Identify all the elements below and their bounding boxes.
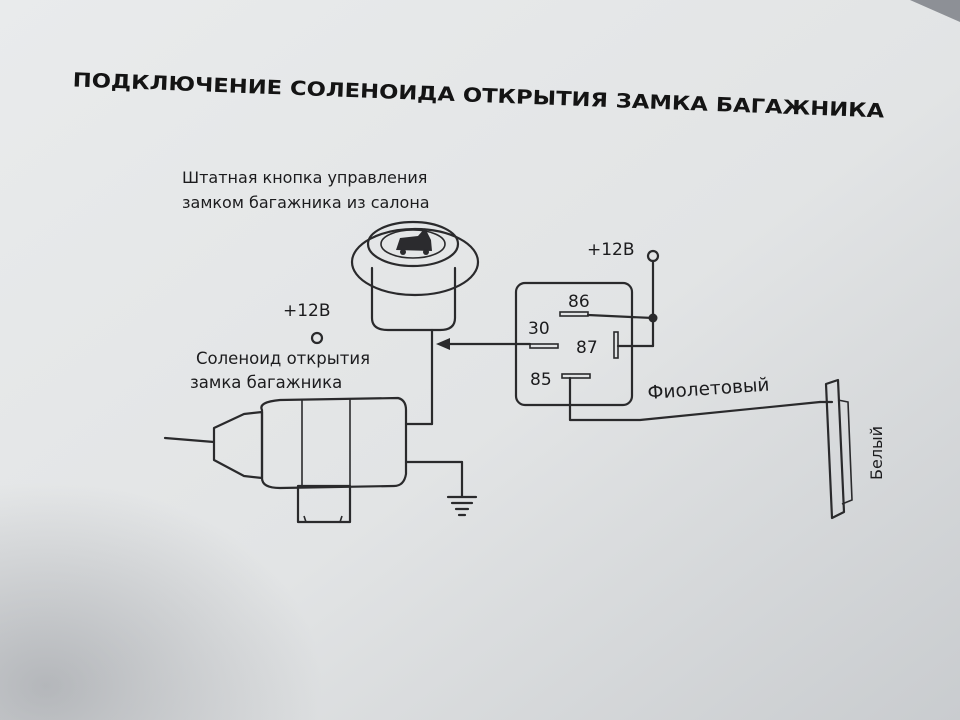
pin30-to-button-wire xyxy=(436,338,532,350)
paper-shadow xyxy=(0,380,460,720)
white-wire-label: Белый xyxy=(867,426,886,480)
car-trunk-icon xyxy=(396,228,432,255)
ground-symbol xyxy=(446,460,478,517)
connector xyxy=(818,378,853,520)
power-right-label: +12В xyxy=(587,240,635,260)
solenoid-label-line2: замка багажника xyxy=(190,373,342,392)
button-label-line2: замком багажника из салона xyxy=(182,193,430,212)
solenoid xyxy=(163,396,464,524)
solenoid-label-line1: Соленоид открытия xyxy=(196,349,370,368)
violet-wire xyxy=(568,376,822,422)
power-left-terminal xyxy=(310,331,324,345)
relay-pin-85: 85 xyxy=(530,370,552,390)
relay-pin-86: 86 xyxy=(568,292,590,312)
trunk-button xyxy=(350,220,480,332)
power-left-label: +12В xyxy=(283,301,331,321)
relay-pin-87: 87 xyxy=(576,338,598,358)
button-label-line1: Штатная кнопка управления xyxy=(182,168,427,187)
relay-pin-30: 30 xyxy=(528,319,550,339)
relay-power-wires xyxy=(586,259,658,348)
